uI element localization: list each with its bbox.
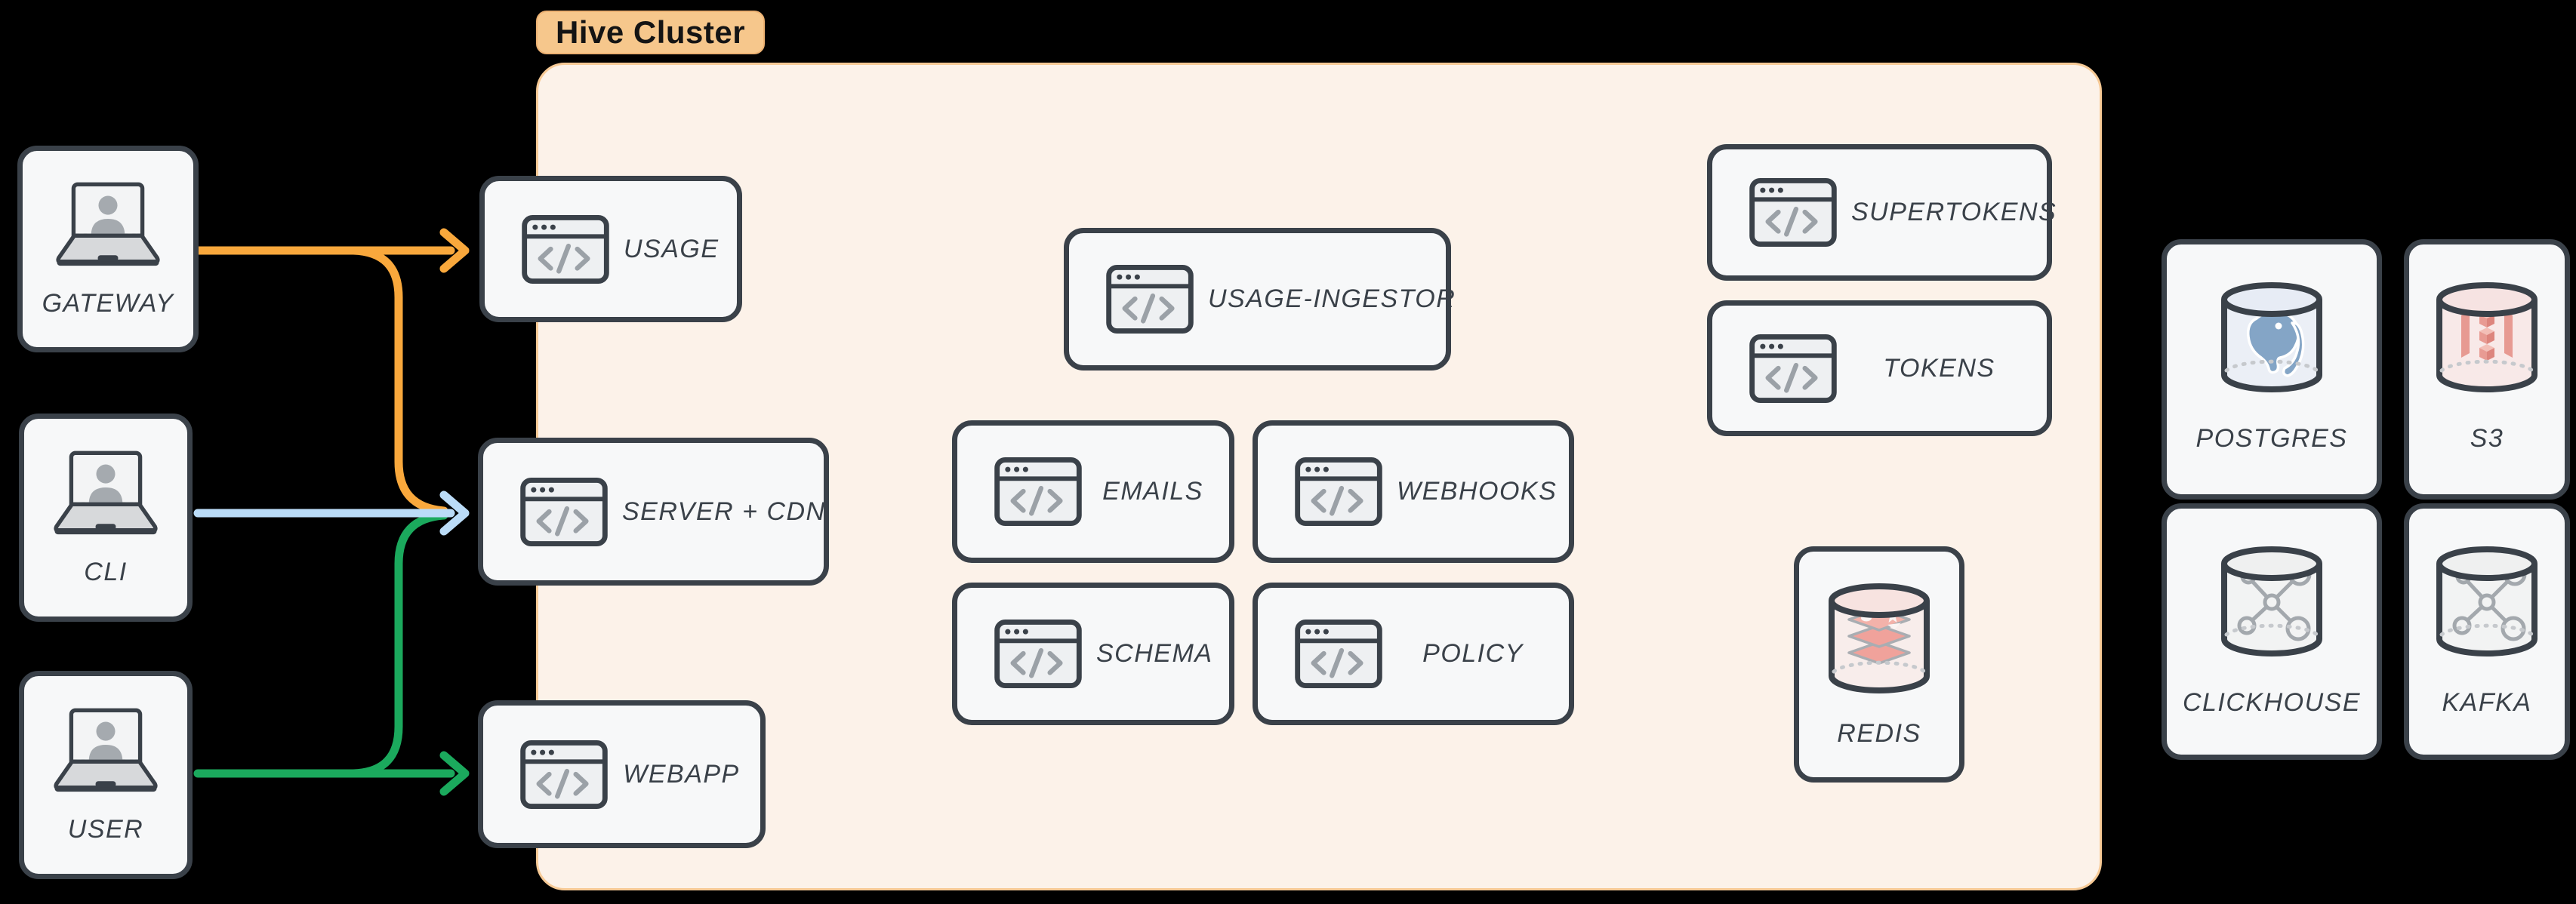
actor-label-gateway: GATEWAY bbox=[42, 288, 174, 318]
browser-code-icon bbox=[1749, 177, 1838, 248]
service-box-usage: USAGE bbox=[479, 176, 742, 322]
db-card-s3: S3 bbox=[2404, 239, 2570, 500]
service-box-usage-ingestor: USAGE-INGESTOR bbox=[1064, 228, 1455, 371]
service-box-emails: EMAILS bbox=[952, 420, 1234, 563]
redis-cylinder-icon bbox=[1826, 580, 1932, 700]
db-card-redis: REDIS bbox=[1794, 546, 1964, 783]
service-box-webapp: WEBAPP bbox=[478, 700, 766, 848]
service-label-server-cdn: SERVER + CDN bbox=[622, 497, 826, 526]
browser-code-icon bbox=[519, 477, 609, 547]
hive-cluster-badge: Hive Cluster bbox=[536, 11, 766, 54]
db-card-kafka: KAFKA bbox=[2404, 503, 2570, 760]
laptop-user-icon bbox=[48, 706, 163, 795]
browser-code-icon bbox=[1294, 457, 1383, 527]
service-label-usage: USAGE bbox=[624, 234, 719, 263]
db-card-postgres: POSTGRES bbox=[2162, 239, 2382, 500]
browser-code-icon bbox=[994, 457, 1083, 527]
service-label-tokens: TOKENS bbox=[1883, 353, 1995, 383]
db-label-postgres: POSTGRES bbox=[2195, 424, 2348, 453]
actor-label-user: USER bbox=[67, 814, 144, 844]
molecule-cylinder-icon bbox=[2219, 543, 2325, 663]
laptop-user-icon bbox=[48, 449, 163, 538]
laptop-user-icon bbox=[51, 180, 165, 269]
service-label-usage-ingestor: USAGE-INGESTOR bbox=[1208, 284, 1456, 313]
service-box-policy: POLICY bbox=[1253, 583, 1574, 725]
actor-card-cli: CLI bbox=[19, 414, 193, 622]
molecule-cylinder-icon bbox=[2434, 543, 2540, 663]
browser-code-icon bbox=[1105, 264, 1194, 334]
actor-card-user: USER bbox=[19, 671, 193, 879]
service-label-webhooks: WEBHOOKS bbox=[1397, 477, 1558, 506]
postgres-cylinder-icon bbox=[2219, 279, 2325, 398]
service-box-webhooks: WEBHOOKS bbox=[1253, 420, 1574, 563]
service-box-tokens: TOKENS bbox=[1707, 300, 2052, 436]
browser-code-icon bbox=[1294, 619, 1383, 689]
db-card-clickhouse: CLICKHOUSE bbox=[2162, 503, 2382, 760]
service-label-schema: SCHEMA bbox=[1096, 639, 1213, 668]
db-label-redis: REDIS bbox=[1837, 719, 1921, 748]
edge-gateway-usage-arrowhead bbox=[439, 228, 470, 273]
s3-cylinder-icon bbox=[2434, 279, 2540, 398]
db-label-clickhouse: CLICKHOUSE bbox=[2182, 688, 2362, 717]
service-label-webapp: WEBAPP bbox=[623, 759, 740, 789]
browser-code-icon bbox=[521, 214, 610, 284]
service-label-emails: EMAILS bbox=[1102, 477, 1203, 506]
service-label-policy: POLICY bbox=[1422, 639, 1524, 668]
browser-code-icon bbox=[1749, 334, 1838, 404]
edge-user-server-cdn bbox=[349, 511, 448, 778]
browser-code-icon bbox=[519, 739, 609, 810]
hive-cluster-badge-label: Hive Cluster bbox=[556, 14, 746, 50]
edge-cli-server-cdn-arrowhead bbox=[439, 490, 470, 536]
actor-card-gateway: GATEWAY bbox=[17, 146, 199, 352]
service-label-supertokens: SUPERTOKENS bbox=[1851, 198, 2057, 226]
actor-label-cli: CLI bbox=[84, 557, 128, 586]
edge-gateway-server-cdn bbox=[349, 246, 448, 515]
service-box-supertokens: SUPERTOKENS bbox=[1707, 144, 2056, 281]
edge-user-webapp-arrowhead bbox=[439, 751, 470, 796]
db-label-kafka: KAFKA bbox=[2442, 688, 2532, 717]
browser-code-icon bbox=[994, 619, 1083, 689]
service-box-server-cdn: SERVER + CDN bbox=[478, 438, 829, 586]
service-box-schema: SCHEMA bbox=[952, 583, 1234, 725]
db-label-s3: S3 bbox=[2470, 424, 2504, 453]
